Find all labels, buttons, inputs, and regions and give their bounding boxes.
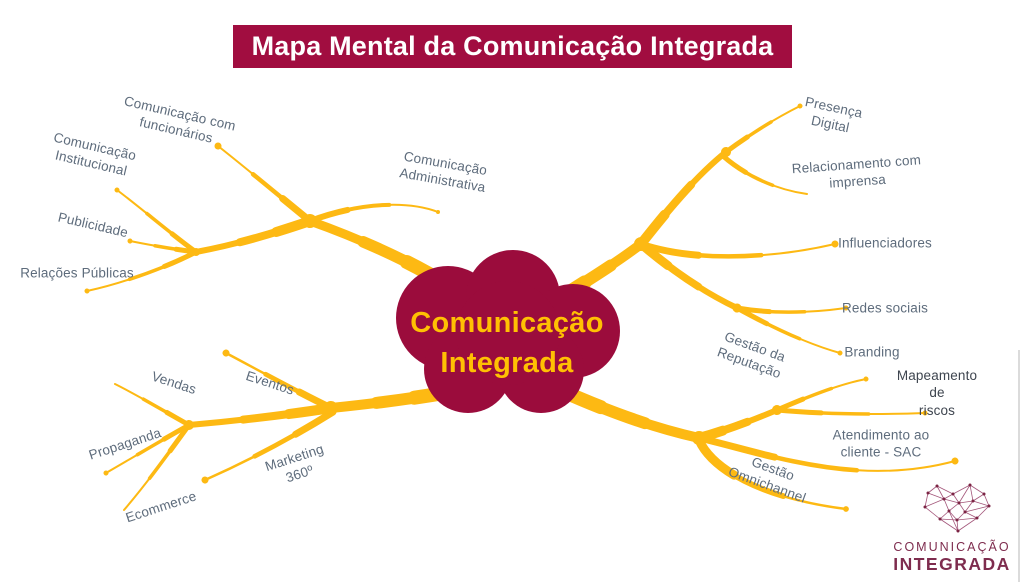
network-heart-icon: [923, 483, 991, 533]
logo-wordmark-line2: INTEGRADA: [893, 554, 1011, 574]
branch-twig-redes: [734, 305, 849, 315]
title-banner: Mapa Mental da Comunicação Integrada: [233, 25, 792, 68]
branch-main-bottom-right: [553, 383, 706, 445]
heart-mesh-line: [983, 493, 990, 507]
heart-mesh-line: [969, 484, 985, 495]
branch-twig-branding: [734, 305, 843, 356]
branch-twig-administrativa: [307, 201, 441, 224]
heart-mesh-line: [958, 502, 966, 513]
heart-mesh-line: [958, 500, 974, 504]
node-branding[interactable]: Branding: [844, 344, 900, 360]
heart-mesh-line: [948, 510, 959, 532]
branch-lines: [84, 103, 959, 514]
heart-mesh-line: [964, 505, 990, 513]
heart-mesh-line: [957, 517, 978, 532]
heart-mesh-line: [969, 484, 974, 502]
heart-mesh-line: [939, 518, 958, 521]
heart-mesh-dot: [926, 491, 930, 495]
heart-mesh-line: [943, 498, 950, 512]
heart-mesh-line: [964, 500, 974, 513]
heart-mesh-dot: [951, 492, 955, 496]
heart-mesh-line: [936, 485, 945, 500]
node-redes-sociais[interactable]: Redes sociais: [842, 300, 928, 316]
heart-mesh-line: [943, 493, 954, 500]
heart-mesh-line: [952, 493, 960, 504]
heart-mesh-dot: [947, 509, 951, 513]
slide-edge-divider: [1018, 350, 1020, 582]
heart-mesh-line: [956, 517, 978, 521]
heart-mesh-dot: [938, 517, 942, 521]
branch-twig-funcionarios: [214, 142, 314, 225]
branch-twig-omnichannel-b: [694, 435, 851, 514]
branch-link-riscos: [694, 405, 782, 443]
branch-twig-atendimento: [774, 407, 928, 417]
central-cloud-lobe[interactable]: [456, 281, 560, 385]
node-influenciadores[interactable]: Influenciadores: [838, 235, 932, 251]
heart-mesh-line: [943, 498, 960, 504]
heart-mesh-dot: [942, 497, 946, 501]
heart-mesh-line: [972, 500, 990, 507]
heart-mesh-dot: [975, 516, 979, 520]
heart-mesh-dot: [987, 504, 991, 508]
logo-wordmark-line1: COMUNICAÇÃO: [893, 540, 1011, 554]
heart-mesh-line: [927, 492, 945, 500]
heart-mesh-dot: [971, 499, 975, 503]
logo: COMUNICAÇÃO INTEGRADA: [887, 540, 1017, 575]
branch-twig-mapeamento: [774, 376, 869, 413]
node-atendimento-ao-cliente-sac[interactable]: Atendimento ao cliente - SAC: [832, 427, 930, 460]
branch-twig-institucional: [114, 187, 199, 255]
heart-mesh-line: [936, 485, 954, 495]
heart-mesh-line: [958, 484, 971, 504]
node-mapeamento-de-riscos[interactable]: Mapeamento de riscos: [896, 368, 978, 418]
central-node-label[interactable]: Comunicação Integrada: [410, 306, 604, 379]
branch-twig-ecommerce: [121, 422, 192, 513]
heart-mesh-line: [956, 511, 966, 521]
branch-link-vendas: [184, 403, 336, 430]
branch-twig-relacoes: [84, 249, 199, 294]
branch-twig-publicidade: [127, 238, 199, 255]
central-node-cloud[interactable]: [396, 250, 620, 413]
heart-mesh-dot: [968, 483, 972, 487]
heart-mesh-line: [924, 492, 929, 508]
heart-mesh-line: [927, 485, 938, 494]
heart-mesh-dot: [935, 484, 939, 488]
branch-link-reputacao: [636, 239, 742, 313]
heart-mesh-dot: [956, 529, 960, 533]
branch-twig-influenciadores: [637, 240, 839, 260]
heart-mesh-line: [952, 484, 971, 495]
branch-twig-vendas: [112, 381, 192, 428]
heart-mesh-line: [939, 518, 959, 532]
heart-mesh-line: [924, 498, 945, 508]
heart-mesh-dot: [955, 518, 959, 522]
heart-mesh-line: [964, 511, 978, 519]
heart-mesh-line: [972, 493, 985, 502]
heart-mesh-dot: [963, 510, 967, 514]
branch-twig-imprensa: [720, 153, 810, 197]
heart-mesh-line: [956, 519, 959, 532]
branch-twig-marketing: [201, 408, 337, 484]
branch-twig-eventos: [222, 349, 335, 412]
heart-mesh-dot: [957, 501, 961, 505]
page-title: Mapa Mental da Comunicação Integrada: [251, 31, 774, 61]
branch-link-institucional: [191, 216, 315, 257]
branch-twig-omnichannel-a: [695, 434, 959, 475]
branch-twig-presenca: [723, 103, 803, 155]
node-relacoes-publicas[interactable]: Relações Públicas: [20, 265, 134, 281]
branch-twig-propaganda: [103, 422, 192, 476]
heart-mesh-line: [924, 506, 941, 520]
heart-mesh-line: [939, 510, 950, 520]
heart-mesh-line: [948, 510, 958, 521]
heart-mesh-dot: [982, 492, 986, 496]
heart-mesh-line: [948, 502, 960, 512]
heart-mesh-dot: [923, 505, 927, 509]
branch-link-presenca: [636, 147, 731, 249]
heart-mesh-line: [976, 505, 990, 519]
